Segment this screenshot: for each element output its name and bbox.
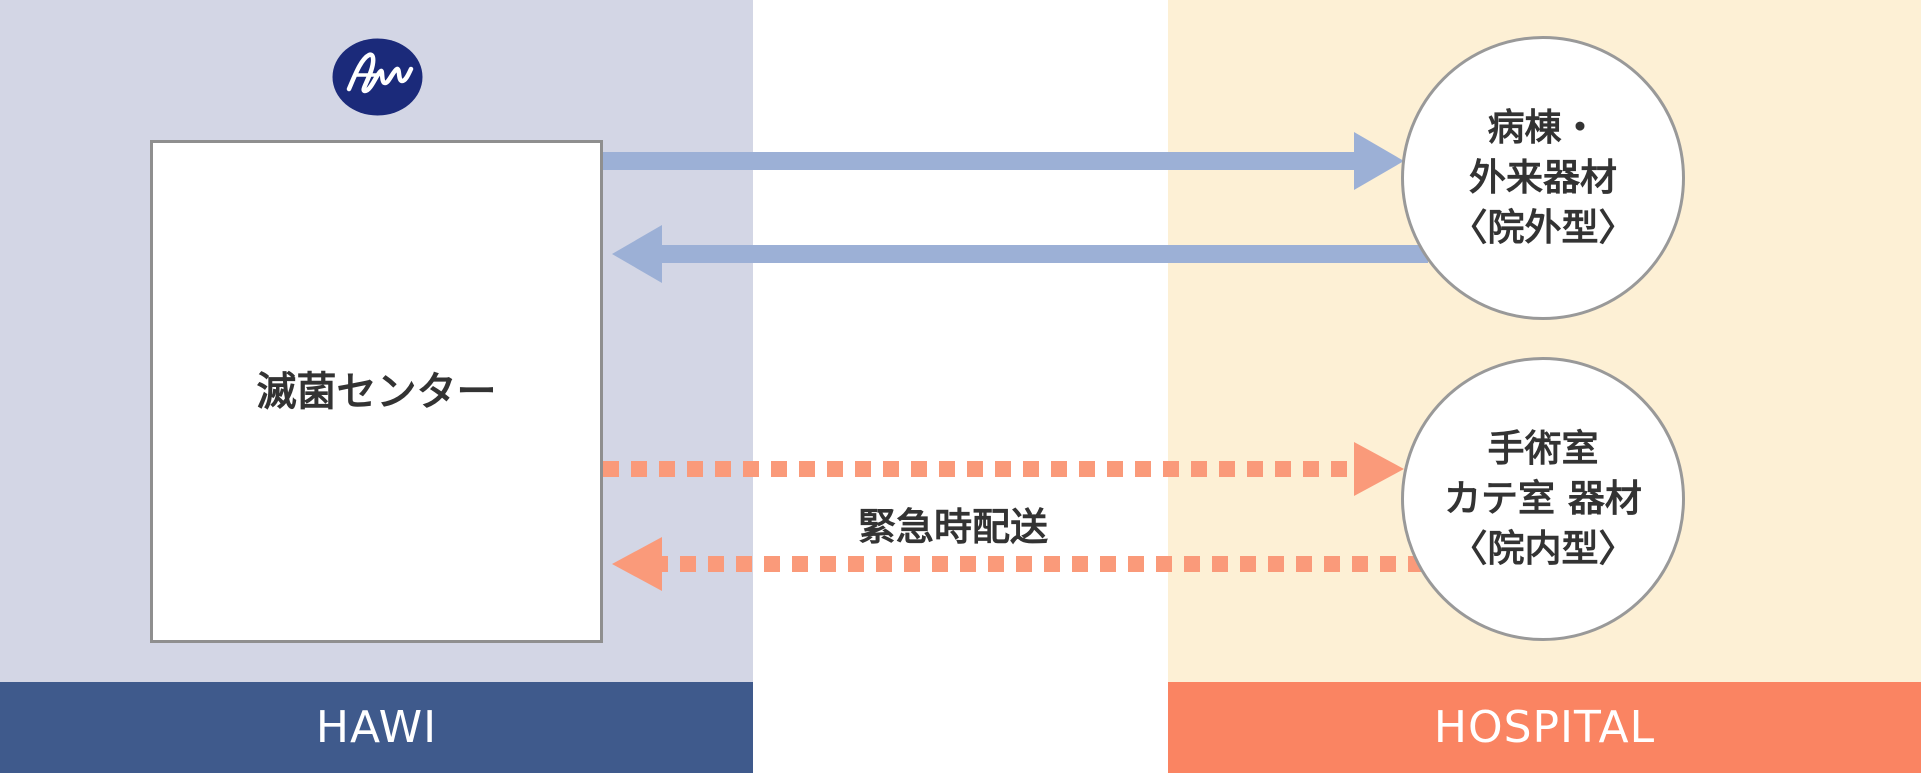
flow-arrow-outbound-regular — [603, 132, 1404, 190]
flow-arrow-outbound-emergency — [603, 442, 1404, 496]
node-line: カテ室 器材 — [1444, 477, 1642, 520]
hospital-label: HOSPITAL — [1433, 702, 1656, 753]
hawi-zone-footer: HAWI — [0, 682, 753, 773]
aw-logo-icon — [332, 38, 423, 116]
sterilization-center-box: 滅菌センター — [150, 140, 603, 643]
node-line: 〈院内型〉 — [1450, 527, 1636, 570]
hospital-zone-footer: HOSPITAL — [1168, 682, 1921, 773]
node-line: 手術室 — [1487, 427, 1599, 470]
node-line: 〈院外型〉 — [1450, 206, 1636, 249]
ward-outpatient-node: 病棟・ 外来器材 〈院外型〉 — [1401, 36, 1685, 320]
sterilization-center-label: 滅菌センター — [256, 368, 497, 415]
emergency-delivery-label: 緊急時配送 — [858, 505, 1049, 549]
operating-room-node: 手術室 カテ室 器材 〈院内型〉 — [1401, 357, 1685, 641]
hawi-label: HAWI — [315, 702, 438, 753]
flow-arrow-inbound-regular — [612, 225, 1428, 283]
node-line: 外来器材 — [1469, 156, 1617, 199]
node-line: 病棟・ — [1487, 106, 1599, 149]
flow-arrow-inbound-emergency — [612, 537, 1424, 591]
